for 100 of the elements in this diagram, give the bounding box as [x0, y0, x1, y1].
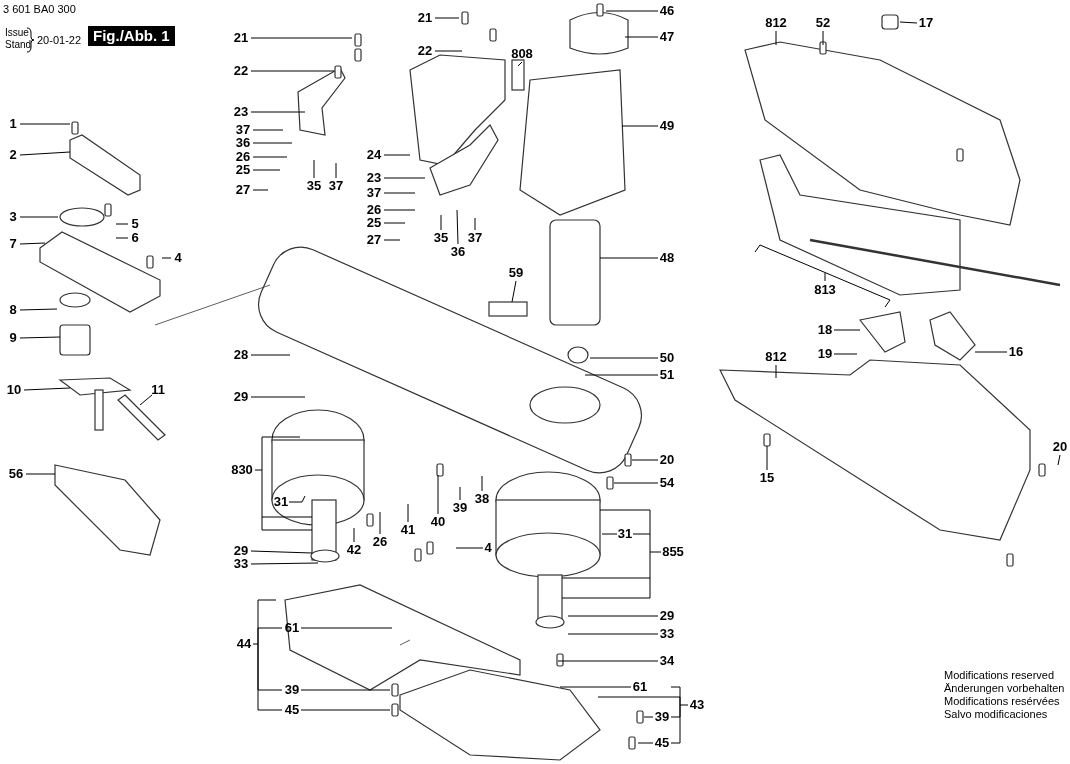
leader-line: [511, 280, 517, 303]
leader-line: [19, 123, 71, 125]
leader-line: [252, 129, 284, 131]
leader-line: [601, 533, 651, 535]
callout-number: 25: [235, 163, 251, 177]
leader-line: [313, 159, 315, 179]
callout-number: 31: [617, 527, 633, 541]
issue-label: Issue: [5, 27, 29, 39]
leader-line: [899, 21, 918, 24]
leader-line: [300, 709, 391, 711]
leader-line: [456, 209, 459, 245]
leader-line: [584, 374, 659, 376]
leader-line: [567, 615, 659, 617]
leader-line: [597, 696, 689, 706]
callout-number: 61: [632, 680, 648, 694]
issue-date: 20-01-22: [37, 34, 82, 46]
leader-line: [300, 627, 393, 629]
leader-line: [250, 396, 306, 398]
callout-number: 38: [474, 492, 490, 506]
callout-number: 42: [346, 543, 362, 557]
leader-line: [599, 257, 659, 259]
callout-number: 22: [417, 44, 433, 58]
callout-number: 51: [659, 368, 675, 382]
callout-number: 33: [659, 627, 675, 641]
callout-number: 35: [433, 231, 449, 245]
leader-line: [434, 50, 463, 52]
leader-line: [250, 562, 319, 565]
leader-line: [643, 716, 654, 718]
callout-number: 39: [654, 710, 670, 724]
leader-line: [459, 486, 461, 501]
leader-line: [257, 627, 283, 645]
leader-line: [440, 214, 442, 231]
callout-number: 812: [765, 350, 787, 364]
callout-number: 5: [131, 217, 139, 231]
leader-line: [383, 192, 416, 194]
callout-number: 20: [1052, 440, 1068, 454]
stand-label: Stand: [5, 39, 32, 51]
leader-line: [624, 36, 659, 38]
callout-number: 52: [815, 16, 831, 30]
callout-number: 37: [235, 123, 251, 137]
callout-number: 56: [8, 467, 24, 481]
callout-number: 9: [9, 331, 17, 345]
leader-line: [252, 142, 293, 144]
callout-number: 59: [508, 266, 524, 280]
callout-number: 11: [151, 383, 165, 397]
callout-number: 54: [659, 476, 675, 490]
leader-line: [754, 244, 891, 308]
callout-number: 812: [765, 16, 787, 30]
leader-line: [561, 509, 662, 599]
callout-number: 43: [689, 698, 705, 712]
leader-line: [559, 686, 632, 688]
callout-number: 7: [9, 237, 17, 251]
callout-number: 21: [233, 31, 249, 45]
leader-line: [383, 209, 416, 211]
callout-number: 2: [9, 148, 17, 162]
callout-number: 41: [400, 523, 416, 537]
callout-number: 813: [814, 283, 836, 297]
leader-line: [822, 30, 824, 46]
callout-number: 35: [306, 179, 322, 193]
callout-number: 17: [918, 16, 934, 30]
callout-number: 808: [511, 47, 533, 61]
leader-line: [833, 329, 861, 331]
leader-line: [353, 527, 355, 543]
callout-number: 1: [9, 117, 17, 131]
callout-number: 15: [759, 471, 775, 485]
leader-line: [613, 482, 659, 484]
leader-line: [637, 742, 654, 744]
leader-line: [19, 308, 58, 311]
leader-line: [288, 495, 306, 503]
callout-number: 830: [231, 463, 253, 477]
leader-line: [250, 354, 291, 356]
leader-line: [252, 189, 269, 191]
leader-line: [437, 474, 439, 515]
callout-number: 27: [235, 183, 251, 197]
leader-line: [19, 242, 46, 245]
leader-line: [250, 70, 335, 72]
callout-number: 49: [659, 119, 675, 133]
modification-note: Modifications reserved: [944, 669, 1055, 681]
leader-line: [833, 353, 858, 355]
callout-number: 23: [233, 105, 249, 119]
leader-line: [19, 336, 61, 339]
callout-number: 34: [659, 654, 675, 668]
leader-line: [631, 459, 659, 461]
callout-number: 855: [662, 545, 684, 559]
leader-line: [383, 154, 411, 156]
leader-line: [300, 689, 391, 691]
leader-line: [115, 237, 129, 239]
callout-number: 19: [817, 347, 833, 361]
part-number: 3 601 BA0 300: [3, 3, 76, 15]
leader-line: [481, 475, 483, 492]
modification-note: Modifications resérvées: [944, 695, 1060, 707]
modification-note: Salvo modificaciones: [944, 708, 1048, 720]
callout-number: 46: [659, 4, 675, 18]
leader-line: [252, 599, 277, 645]
leader-line: [434, 17, 460, 19]
callout-number: 29: [233, 544, 249, 558]
leader-line: [250, 111, 306, 113]
leader-line: [139, 394, 153, 406]
callout-number: 6: [131, 231, 139, 245]
leader-line: [670, 686, 681, 706]
